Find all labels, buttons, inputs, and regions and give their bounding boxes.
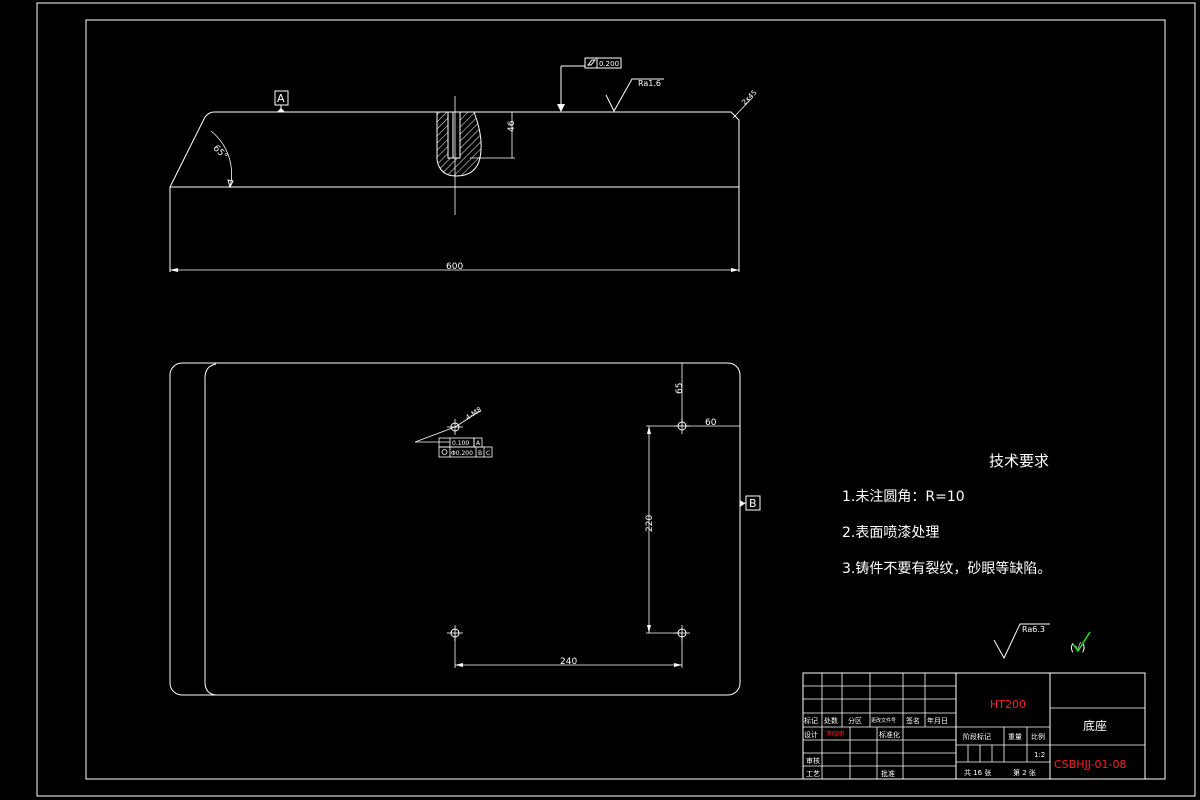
title-block: 标记 处数 分区 更改文件号 签名 年月日 设计 李晓明 标准化 审核 工艺 批… <box>802 672 1146 780</box>
tolerance-1: 0.100 <box>452 440 469 447</box>
roughness-symbol <box>605 78 664 113</box>
tb-drawing-no: CSBHJJ-01-08 <box>1054 758 1127 771</box>
tb-part-name: 底座 <box>1083 718 1107 733</box>
tech-req-item-2: 2.表面喷漆处理 <box>842 525 939 541</box>
tech-requirements: 技术要求 1.未注圆角：R=10 2.表面喷漆处理 3.铸件不要有裂纹，砂眼等缺… <box>842 452 1051 577</box>
dim-220-label: 220 <box>645 515 655 532</box>
plan-view: 4-M8 0.100 A Φ0.200 B C 65 60 220 <box>169 362 761 696</box>
slot-depth-label: 46 <box>507 120 517 132</box>
tolerance-2-datum-b: B <box>478 450 482 457</box>
dim-65-label: 65 <box>675 383 685 394</box>
flatness-value: 0.200 <box>599 60 619 68</box>
angle-label: 65° <box>211 144 229 162</box>
tech-req-title: 技术要求 <box>989 452 1049 470</box>
datum-a-label: A <box>277 92 285 105</box>
check-icon <box>1072 631 1091 653</box>
tech-req-item-3: 3.铸件不要有裂纹，砂眼等缺陷。 <box>842 560 1051 577</box>
tb-label-change-doc: 更改文件号 <box>871 717 896 724</box>
tb-sheet-no: 第 2 张 <box>1013 768 1036 777</box>
tb-process-label: 工艺 <box>806 770 820 778</box>
tolerance-2: Φ0.200 <box>451 450 473 457</box>
tb-standardization-label: 标准化 <box>879 730 900 739</box>
chamfer-label: 2x45 <box>740 89 758 107</box>
tolerance-1-datum: A <box>476 440 481 447</box>
tb-design-label: 设计 <box>804 730 818 739</box>
tb-sheets-total: 共 16 张 <box>964 768 991 777</box>
tb-label-mark: 标记 <box>804 716 818 725</box>
tb-label-date: 年月日 <box>927 716 948 725</box>
tb-review-label: 审核 <box>806 756 820 765</box>
tb-scale-label: 比例 <box>1031 732 1045 741</box>
roughness-label: Ra1.6 <box>638 79 661 88</box>
tech-req-item-1: 1.未注圆角：R=10 <box>842 489 965 505</box>
tb-material: HT200 <box>990 698 1026 711</box>
tb-approve-label: 批准 <box>881 769 895 778</box>
tb-label-zone: 分区 <box>848 716 862 725</box>
tb-scale-value: 1:2 <box>1034 751 1045 759</box>
slot-thread <box>447 111 461 159</box>
dim-240-label: 240 <box>560 657 577 667</box>
general-roughness-symbol <box>993 623 1050 660</box>
dim-60-label: 60 <box>705 418 717 428</box>
tb-designer: 李晓明 <box>826 730 844 738</box>
tb-weight-label: 重量 <box>1008 733 1022 741</box>
tb-stage-label: 阶段标记 <box>963 732 991 741</box>
outer-frame <box>36 2 1196 797</box>
plan-outline <box>169 362 741 696</box>
hole-callout: 4-M8 <box>464 406 483 422</box>
tb-label-count: 处数 <box>824 716 838 725</box>
datum-b-label: B <box>749 497 757 510</box>
tolerance-2-datum-c: C <box>486 450 490 457</box>
general-roughness-label: Ra6.3 <box>1022 625 1045 634</box>
inner-frame <box>85 19 1166 780</box>
tb-label-sign: 签名 <box>906 716 920 725</box>
length-label: 600 <box>446 262 463 272</box>
front-view: 65° A 46 0.200 Ra1.6 <box>169 57 758 272</box>
